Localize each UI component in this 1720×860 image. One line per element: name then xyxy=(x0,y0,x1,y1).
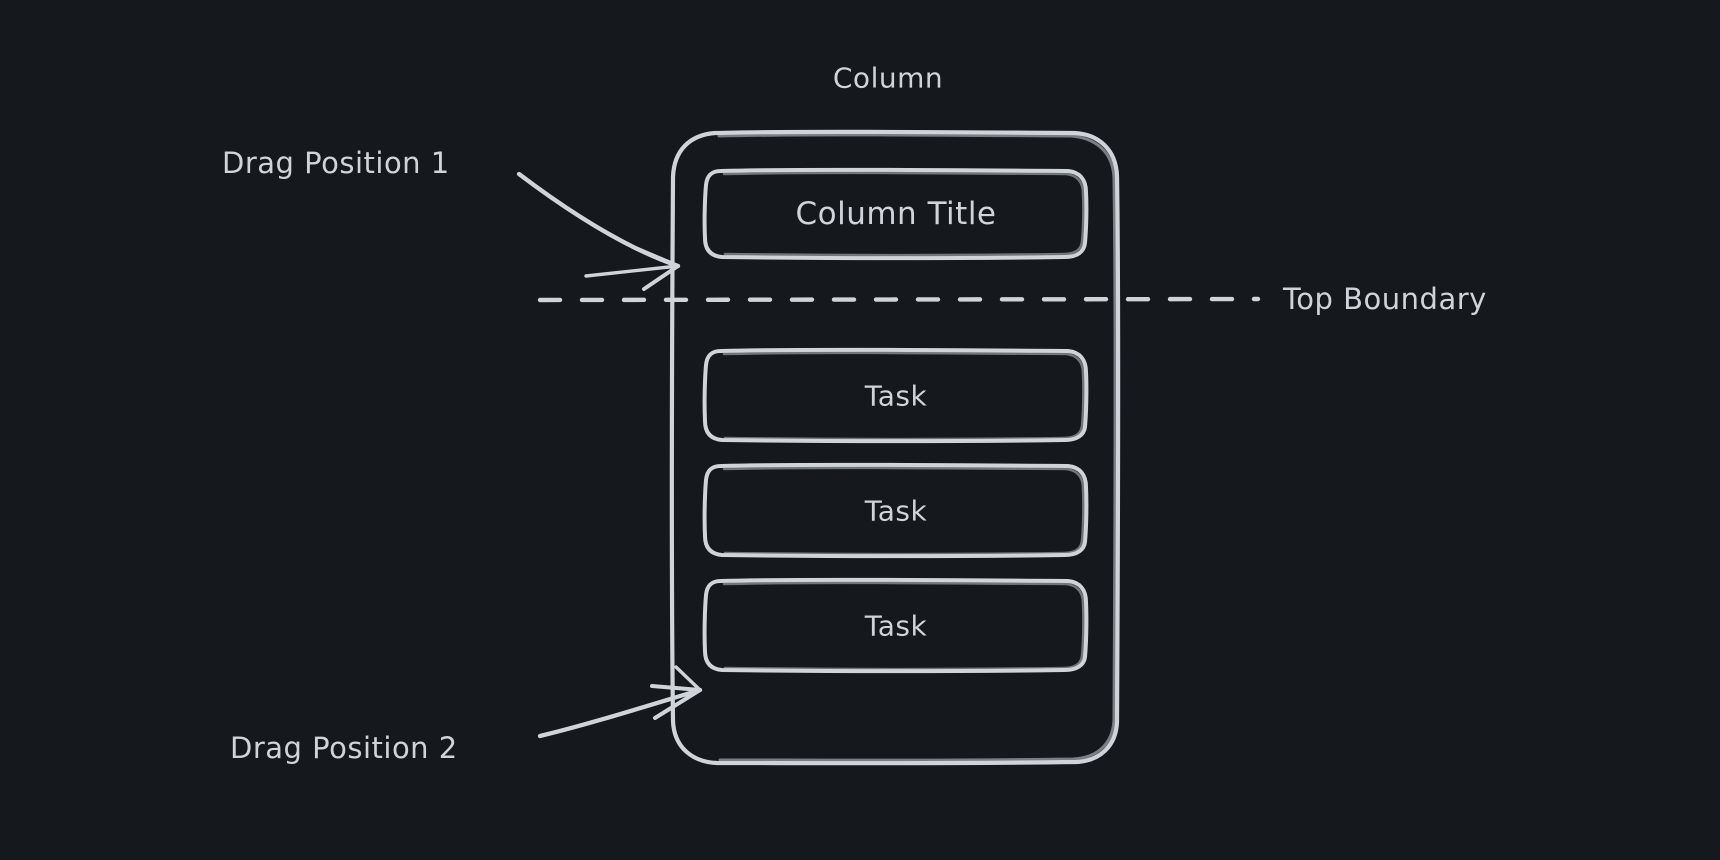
task-label-3: Task xyxy=(864,609,928,643)
task-box-3[interactable] xyxy=(702,577,1089,674)
drag-position-1-label: Drag Position 1 xyxy=(222,146,450,180)
top-boundary-label: Top Boundary xyxy=(1283,282,1487,316)
task-box-2[interactable] xyxy=(702,462,1089,559)
drag-position-1-arrow xyxy=(516,171,681,291)
drag-position-2-arrow xyxy=(537,665,703,739)
task-label-1: Task xyxy=(864,379,928,413)
task-box-1[interactable] xyxy=(702,347,1089,444)
column-caption: Column xyxy=(832,61,944,95)
column-frame[interactable] xyxy=(669,129,1121,766)
column-title-box[interactable] xyxy=(702,167,1089,261)
top-boundary-line xyxy=(537,296,1261,303)
column-title-text: Column Title xyxy=(795,196,997,232)
drag-position-2-label: Drag Position 2 xyxy=(230,731,458,765)
task-label-2: Task xyxy=(864,494,928,528)
